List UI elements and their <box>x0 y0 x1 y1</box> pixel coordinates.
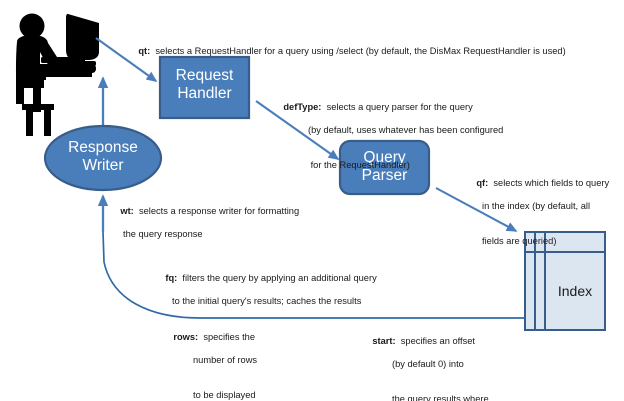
index-store <box>524 231 606 331</box>
annotation-deftype-key: defType: <box>283 101 327 112</box>
annotation-deftype-line3: for the RequestHandler) <box>308 159 410 170</box>
annotation-qf: qf: selects which fields to query in the… <box>466 166 609 270</box>
annotation-qf-line2: in the index (by default, all <box>482 200 591 211</box>
annotation-qf-key: qf: <box>476 177 494 188</box>
annotation-fq-line2: to the initial query's results; caches t… <box>172 295 362 306</box>
annotation-qt-text: selects a RequestHandler for a query usi… <box>155 45 566 56</box>
person-at-computer-icon <box>16 13 99 136</box>
annotation-start: start: specifies an offset (by default 0… <box>362 324 489 401</box>
arrow-fq-return <box>102 231 525 319</box>
annotation-wt: wt: selects a response writer for format… <box>110 194 299 264</box>
annotation-start-line1: specifies an offset <box>400 335 476 346</box>
annotation-rows: rows: specifies the number of rows to be… <box>163 320 257 401</box>
annotation-deftype: defType: selects a query parser for the … <box>273 90 503 194</box>
annotation-rows-line1: specifies the <box>203 331 255 342</box>
annotation-rows-line3: to be displayed <box>193 389 256 400</box>
annotation-qt-key: qt: <box>138 45 156 56</box>
arrow-deftype <box>255 100 340 160</box>
arrow-qf <box>435 187 518 232</box>
annotation-start-line2: (by default 0) into <box>392 358 464 369</box>
annotation-qf-line3: fields are queried) <box>482 235 557 246</box>
annotation-deftype-line2: (by default, uses whatever has been conf… <box>308 124 504 135</box>
annotation-wt-key: wt: <box>120 205 139 216</box>
annotation-rows-line2: number of rows <box>193 354 258 365</box>
annotation-deftype-line1: selects a query parser for the query <box>326 101 473 112</box>
annotation-fq-line1: filters the query by applying an additio… <box>182 272 377 283</box>
annotation-rows-key: rows: <box>173 331 204 342</box>
annotation-fq: fq: filters the query by applying an add… <box>155 261 377 331</box>
annotation-wt-line1: selects a response writer for formatting <box>138 205 300 216</box>
annotation-qf-line1: selects which fields to query <box>493 177 610 188</box>
annotation-start-key: start: <box>372 335 401 346</box>
annotation-qt: qt: selects a RequestHandler for a query… <box>128 34 566 69</box>
annotation-start-line3: the query results where <box>392 393 489 401</box>
query-parser-box <box>338 139 431 196</box>
annotation-wt-line2: the query response <box>123 228 203 239</box>
annotation-fq-key: fq: <box>165 272 183 283</box>
arrow-qt <box>95 37 158 82</box>
response-writer-ellipse <box>43 124 163 192</box>
request-handler-box <box>158 55 251 120</box>
